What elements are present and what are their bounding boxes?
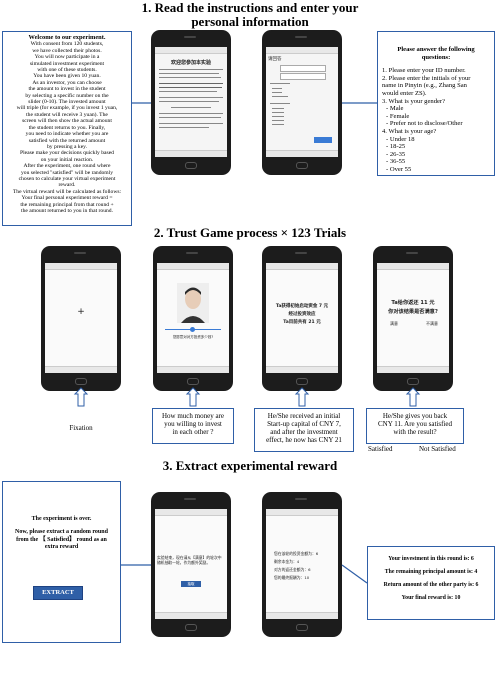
instructions-line: Your final personal experiment reward =	[21, 195, 113, 202]
received-line1: Ta获得初始启动资金 7 元	[275, 304, 329, 309]
questions-heading: Please answer the following	[397, 46, 475, 53]
phone-instructions-title: 欢迎您参加本实验	[170, 60, 211, 66]
home-button[interactable]	[407, 378, 419, 385]
not-satisfied-option[interactable]: 不满意	[426, 321, 438, 326]
instructions-box: Welcome to our experiment. With consent …	[2, 31, 132, 226]
instructions-line: satisfied with the returned amount	[28, 137, 106, 144]
instructions-line: chosen to calculate your virtual experim…	[18, 175, 116, 182]
question-line: 3. What is your gender?	[382, 97, 446, 105]
caption-fixation: Fixation	[41, 408, 121, 452]
result-line: 您的最终报酬为：10	[274, 575, 310, 580]
question-line: would enter ZS).	[382, 89, 427, 97]
satisfied-option[interactable]: 满意	[390, 321, 398, 326]
home-button[interactable]	[185, 624, 197, 631]
instructions-heading: Welcome to our experiment.	[28, 34, 106, 41]
home-button[interactable]	[185, 162, 197, 169]
return-line2: 你对该结果是否满意?	[388, 309, 438, 315]
instructions-line: As an investor, you can choose	[32, 79, 102, 86]
home-button[interactable]	[296, 162, 308, 169]
instructions-line: will triple (for example, if you invest …	[16, 105, 118, 112]
home-button[interactable]	[187, 378, 199, 385]
received-line2: 经过投资效应	[288, 312, 316, 317]
section3-title: 3. Extract experimental reward	[162, 458, 338, 473]
question-line: - 18-25	[386, 143, 406, 151]
submit-button[interactable]	[314, 137, 332, 143]
instructions-line: the remaining principal from that round …	[20, 201, 114, 208]
question-line: - 36-55	[386, 158, 406, 166]
instructions-line: the amount returned to you in that round…	[21, 207, 113, 214]
result-box: Your investment in this round is: 6 The …	[367, 546, 495, 620]
result-line: 对方的返还金额为：6	[274, 567, 311, 572]
invest-question-text: 您愿意对对方投资多少钱?	[172, 335, 214, 339]
extract-box: The experiment is over. Now, please extr…	[2, 481, 121, 643]
caption-received: He/She received an initial Start-up capi…	[254, 408, 354, 452]
phone-result: 您在该轮的投资金额为：6 剩余本金为：4 对方的返还金额为：6 您的最终报酬为：…	[262, 492, 342, 637]
instructions-line: reward.	[58, 182, 76, 189]
instructions-line: on your initial reaction.	[40, 156, 94, 163]
instructions-line: we have collected their photos.	[32, 47, 102, 54]
section1-title: 1. Read the instructions and enter your …	[141, 0, 359, 29]
instructions-line: Please make your decisions quickly based	[20, 150, 114, 157]
home-button[interactable]	[75, 378, 87, 385]
question-line: - Prefer not to disclose/Other	[386, 120, 463, 128]
instructions-line: with one of these students.	[37, 67, 97, 74]
phone-questionnaire: 请回答	[262, 30, 342, 175]
section2-title: 2. Trust Game process × 123 Trials	[153, 225, 347, 240]
instructions-line: After the experiment, one round where	[23, 163, 111, 170]
phone-face: 您愿意对对方投资多少钱?	[153, 246, 233, 391]
phone-received: Ta获得初始启动资金 7 元 经过投资效应 Ta目前共有 21 元	[262, 246, 342, 391]
questions-box: Please answer the following questions: 1…	[377, 31, 495, 176]
fixation-cross: +	[77, 307, 85, 317]
instructions-line: With consent from 120 students,	[30, 41, 104, 48]
question-line: - Under 18	[386, 135, 415, 143]
question-line: - Over 55	[386, 165, 412, 173]
return-line1: Ta给你返还 11 元	[391, 300, 435, 306]
phone-instructions: 欢迎您参加本实验	[151, 30, 231, 175]
instructions-line: The virtual reward will be calculated as…	[12, 188, 122, 195]
question-line: 2. Please enter the initials of your	[382, 74, 471, 82]
phone-extract: 实验结束，现在请从【满意】的轮次中随机抽取一轮，作为额外奖励。 抽取	[151, 492, 231, 637]
phone-fixation: +	[41, 246, 121, 391]
question-line: name in Pinyin (e.g., Zhang San	[382, 82, 467, 90]
caption-satisfied: Satisfied	[368, 445, 393, 453]
initials-input[interactable]	[280, 73, 326, 80]
instructions-line: by selecting a specific number on the	[25, 92, 109, 99]
instructions-line: you need to indicate whether you are	[25, 131, 109, 138]
phone-questionnaire-title: 请回答	[268, 57, 282, 62]
id-input[interactable]	[280, 65, 326, 72]
instructions-line: screen will then show the actual amount	[22, 118, 112, 125]
result-line: 剩余本金为：4	[274, 559, 300, 564]
question-line: - Female	[386, 112, 410, 120]
phone-return: Ta给你返还 11 元 你对该结果是否满意? 满意 不满意	[373, 246, 453, 391]
caption-not-satisfied: Not Satisfied	[419, 445, 456, 453]
instructions-line: You have been given 10 yuan.	[33, 73, 101, 80]
home-button[interactable]	[296, 624, 308, 631]
extract-text: 实验结束，现在请从【满意】的轮次中随机抽取一轮，作为额外奖励。	[157, 555, 222, 565]
instructions-line: You will now participate in a	[34, 54, 100, 61]
result-line: 您在该轮的投资金额为：6	[274, 551, 319, 556]
instructions-line: simulated investment experiment	[29, 60, 105, 67]
invest-slider-handle[interactable]	[190, 327, 195, 332]
question-line: - Male	[386, 105, 404, 113]
caption-return: He/She gives you back CNY 11. Are you sa…	[366, 408, 464, 444]
caption-invest: How much money are you willing to invest…	[152, 408, 234, 444]
question-line: 1. Please enter your ID number.	[382, 67, 466, 75]
face-photo	[177, 283, 209, 323]
instructions-line: the student returns to you. Finally,	[28, 124, 106, 131]
phone-extract-button[interactable]: 抽取	[181, 581, 201, 587]
instructions-line: the student will receive 3 yuan). The	[26, 111, 108, 118]
instructions-line: by pressing a key.	[46, 143, 88, 150]
instructions-line: slider (0-10). The invested amount	[28, 99, 106, 106]
question-line: - 26-35	[386, 150, 406, 158]
home-button[interactable]	[296, 378, 308, 385]
instructions-line: the amount to invest in the student	[28, 86, 106, 93]
question-line: 4. What is your age?	[382, 127, 437, 135]
instructions-line: you selected "satisfied" will be randoml…	[20, 169, 114, 176]
extract-button[interactable]: EXTRACT	[33, 586, 83, 600]
received-line3: Ta目前共有 21 元	[283, 320, 321, 325]
